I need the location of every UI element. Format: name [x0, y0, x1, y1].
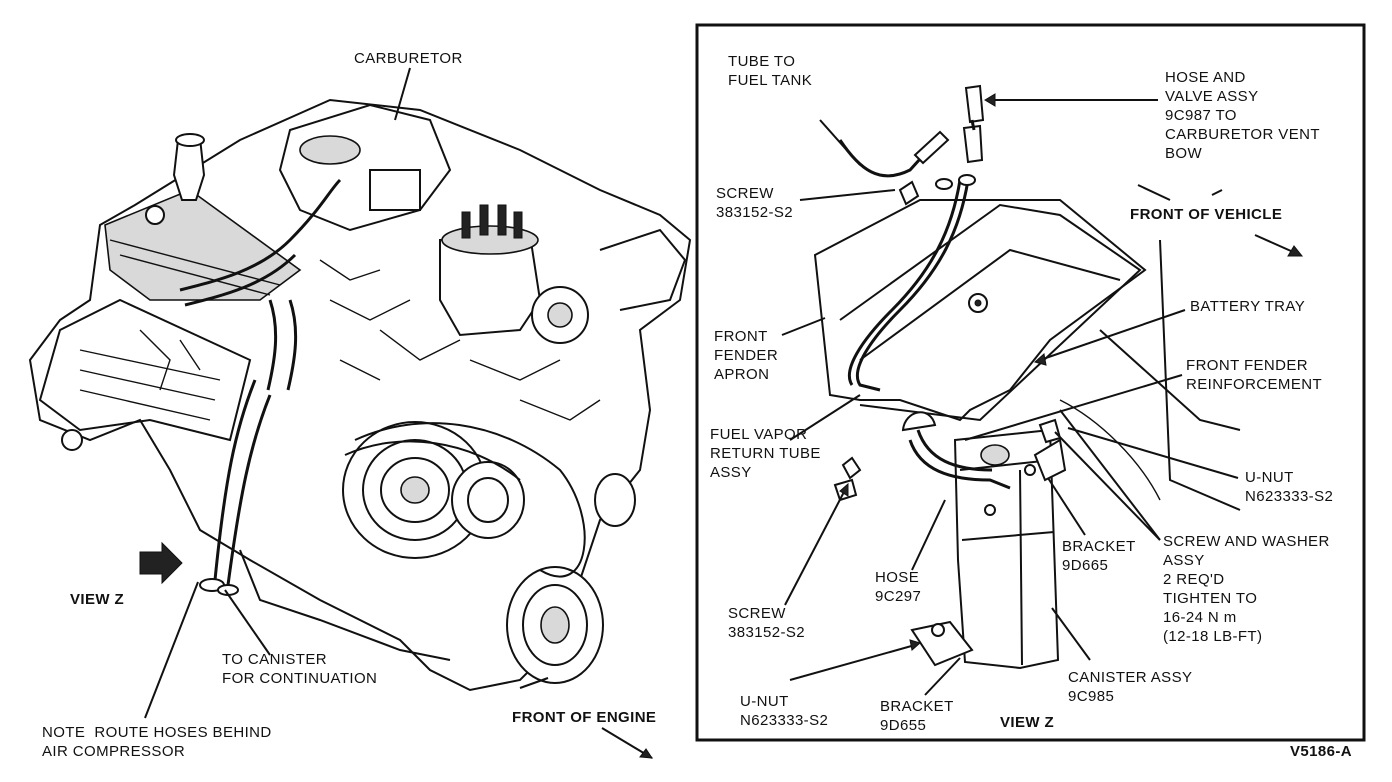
engine-illustration: [28, 98, 692, 692]
label-front-of-engine: FRONT OF ENGINE: [512, 709, 657, 726]
view-z-illustration: [813, 84, 1241, 670]
label-route-note: NOTE ROUTE HOSES BEHIND AIR COMPRESSOR: [42, 724, 272, 760]
figure-id: V5186-A: [1290, 743, 1353, 760]
label-view-z-panel: VIEW Z: [1000, 714, 1055, 731]
label-screw-bottom: SCREW 383152-S2: [728, 605, 805, 641]
label-front-of-vehicle: FRONT OF VEHICLE: [1130, 206, 1283, 223]
label-hose-9c297: HOSE 9C297: [875, 569, 922, 605]
label-fuel-vapor-return: FUEL VAPOR RETURN TUBE ASSY: [710, 426, 821, 481]
label-tube-to-fuel-tank: TUBE TO FUEL TANK: [728, 53, 813, 89]
label-battery-tray: BATTERY TRAY: [1190, 298, 1306, 315]
view-z-frame: [695, 23, 1366, 742]
label-u-nut-left: U-NUT N623333-S2: [740, 693, 829, 729]
label-bracket-right: BRACKET 9D665: [1062, 538, 1136, 574]
label-to-canister: TO CANISTER FOR CONTINUATION: [222, 651, 378, 687]
label-screw-top: SCREW 383152-S2: [716, 185, 793, 221]
label-front-fender-reinforcement: FRONT FENDER REINFORCEMENT: [1186, 357, 1323, 393]
label-canister-assy: CANISTER ASSY 9C985: [1068, 669, 1193, 705]
label-screw-and-washer: SCREW AND WASHER ASSY 2 REQ'D TIGHTEN TO…: [1163, 533, 1330, 645]
label-hose-valve-assy: HOSE AND VALVE ASSY 9C987 TO CARBURETOR …: [1165, 69, 1320, 162]
label-view-z-engine: VIEW Z: [70, 591, 125, 608]
label-carburetor: CARBURETOR: [354, 50, 463, 67]
label-bracket-bottom: BRACKET 9D655: [880, 698, 954, 734]
label-u-nut-right: U-NUT N623333-S2: [1245, 469, 1334, 505]
engine-leader-lines: [144, 67, 653, 759]
label-front-fender-apron: FRONT FENDER APRON: [714, 328, 779, 383]
view-z-leader-lines: [781, 93, 1304, 696]
